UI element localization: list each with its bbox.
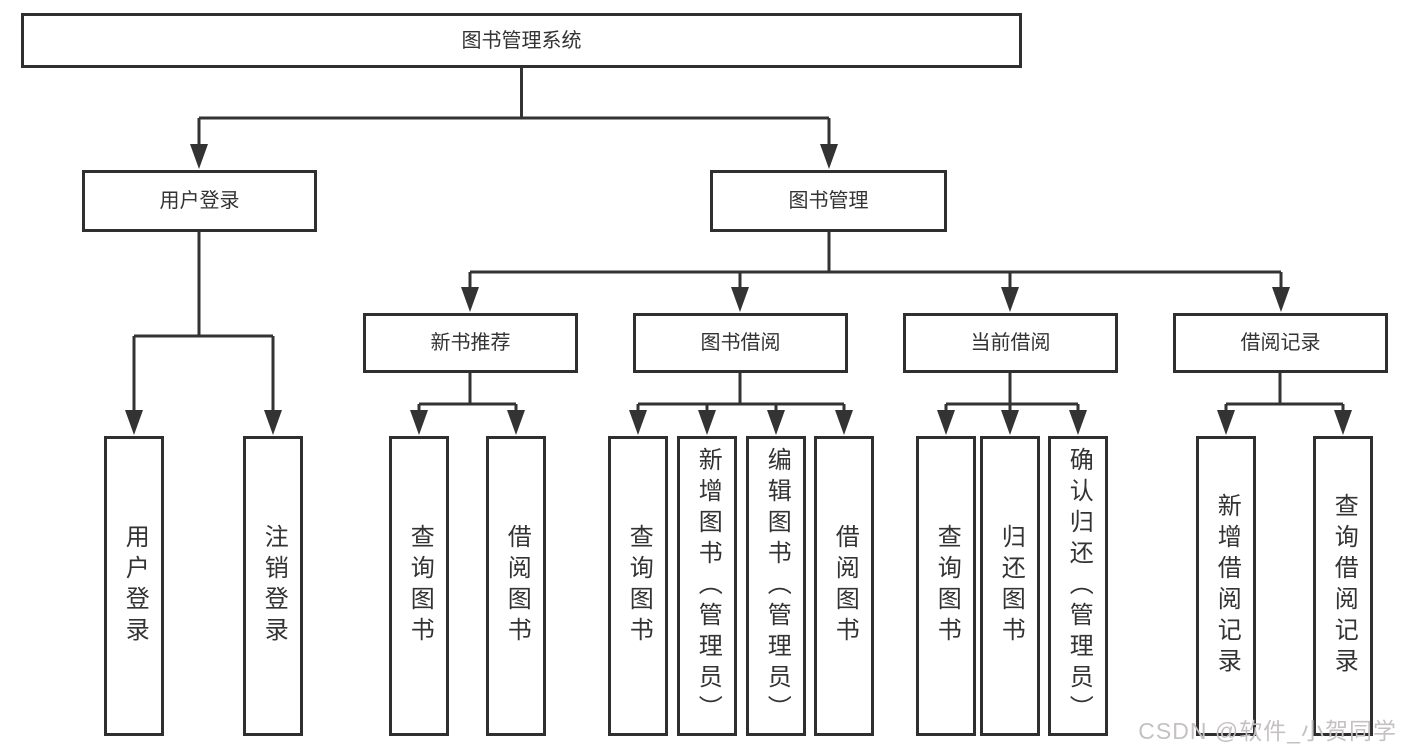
leaf-label-query-books-borrowing: 查询图书	[625, 524, 653, 648]
leaf-box-borrow-books-borrowing: 借阅图书	[814, 436, 874, 736]
leaf-box-confirm-return-admin: 确认归还（管理员）	[1048, 436, 1108, 736]
leaf-label-query-books-current: 查询图书	[933, 524, 961, 648]
node-box-borrowing-records: 借阅记录	[1173, 313, 1388, 373]
node-box-book-borrowing: 图书借阅	[633, 313, 848, 373]
leaf-label-logout: 注销登录	[260, 524, 288, 648]
leaf-box-borrow-books-recommend: 借阅图书	[486, 436, 546, 736]
leaf-label-confirm-return-admin: 确认归还（管理员）	[1065, 446, 1093, 726]
leaf-label-query-books-recommend: 查询图书	[406, 524, 434, 648]
leaf-box-query-books-current: 查询图书	[916, 436, 976, 736]
leaf-box-user-login: 用户登录	[104, 436, 164, 736]
node-box-new-book-recommend: 新书推荐	[363, 313, 578, 373]
leaf-box-return-books: 归还图书	[980, 436, 1040, 736]
node-label-current-borrowing: 当前借阅	[970, 332, 1051, 354]
leaf-box-logout: 注销登录	[243, 436, 303, 736]
leaf-label-return-books: 归还图书	[997, 524, 1025, 648]
leaf-box-query-books-borrowing: 查询图书	[608, 436, 668, 736]
leaf-box-query-borrow-record: 查询借阅记录	[1313, 436, 1373, 736]
leaf-box-add-books-admin: 新增图书（管理员）	[677, 436, 737, 736]
node-label-borrowing-records: 借阅记录	[1240, 332, 1321, 354]
leaf-box-edit-books-admin: 编辑图书（管理员）	[746, 436, 806, 736]
node-label-book-management: 图书管理	[788, 190, 869, 212]
leaf-label-borrow-books-recommend: 借阅图书	[503, 524, 531, 648]
node-label-user-login: 用户登录	[159, 190, 240, 212]
leaf-box-add-borrow-record: 新增借阅记录	[1196, 436, 1256, 736]
node-box-user-login: 用户登录	[82, 170, 317, 232]
leaf-label-edit-books-admin: 编辑图书（管理员）	[763, 446, 791, 726]
leaf-label-add-books-admin: 新增图书（管理员）	[694, 446, 722, 726]
csdn-watermark: CSDN @软件_小贺同学	[1138, 718, 1397, 744]
leaf-label-query-borrow-record: 查询借阅记录	[1330, 493, 1358, 679]
node-box-book-management: 图书管理	[710, 170, 947, 232]
leaf-label-add-borrow-record: 新增借阅记录	[1213, 493, 1241, 679]
node-label-book-borrowing: 图书借阅	[700, 332, 781, 354]
leaf-label-borrow-books-borrowing: 借阅图书	[831, 524, 859, 648]
leaf-label-user-login: 用户登录	[121, 524, 149, 648]
node-box-current-borrowing: 当前借阅	[903, 313, 1118, 373]
node-label-new-book-recommend: 新书推荐	[430, 332, 511, 354]
node-box-root: 图书管理系统	[21, 13, 1022, 68]
node-label-root: 图书管理系统	[461, 29, 582, 52]
leaf-box-query-books-recommend: 查询图书	[389, 436, 449, 736]
